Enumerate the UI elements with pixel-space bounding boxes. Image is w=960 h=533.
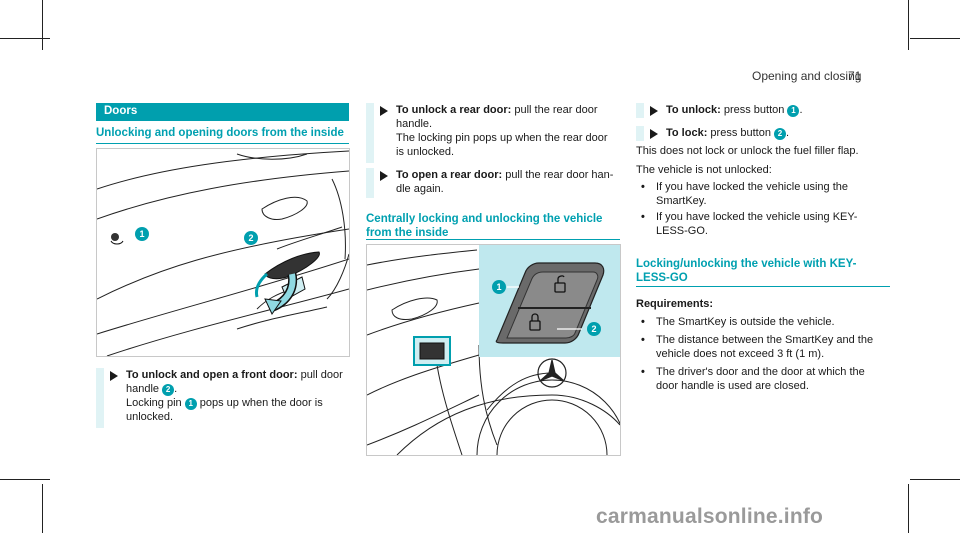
arrow-icon xyxy=(380,106,388,116)
section-title-inside-doors: Unlocking and opening doors from the ins… xyxy=(96,127,344,139)
list-item: • The driver's door and the door at whic… xyxy=(641,365,891,395)
arrow-icon xyxy=(110,371,118,381)
bullet-text: SmartKey. xyxy=(656,195,707,207)
bullet-dot: • xyxy=(641,334,645,346)
unlock-icon xyxy=(554,275,566,293)
step-text: handle xyxy=(126,383,163,395)
step-lock: To lock: press button 2. xyxy=(636,126,890,141)
list-item: • The SmartKey is outside the vehicle. xyxy=(641,315,891,330)
not-unlocked-intro: The vehicle is not unlocked: xyxy=(636,164,772,176)
requirements-heading: Requirements: xyxy=(636,298,714,310)
step-text: . xyxy=(786,127,790,139)
step-text: unlocked. xyxy=(126,411,174,423)
section-title-central-locking: Centrally locking and unlocking the vehi… xyxy=(366,212,602,240)
step-text: The locking pin pops up when the rear do… xyxy=(396,132,608,144)
bullet-text: The driver's door and the door at which … xyxy=(656,366,865,378)
bullet-dot: • xyxy=(641,181,645,193)
locking-pin-icon xyxy=(111,233,119,241)
title-line: from the inside xyxy=(366,227,449,239)
watermark: carmanualsonline.info xyxy=(596,505,824,528)
step-text: press button xyxy=(720,104,788,116)
section-header: Opening and closing xyxy=(752,69,862,83)
step-bar xyxy=(366,168,374,198)
list-item: • The distance between the SmartKey and … xyxy=(641,333,891,363)
step-text: pull the rear door xyxy=(511,104,598,116)
step-bar xyxy=(636,126,644,141)
bullet-text: The SmartKey is outside the vehicle. xyxy=(656,316,835,328)
step-unlock: To unlock: press button 1. xyxy=(636,103,890,118)
central-locking-figure: 1 2 xyxy=(366,244,621,456)
callout-2: 2 xyxy=(162,384,175,396)
lock-icon xyxy=(529,313,541,331)
callout-2: 2 xyxy=(774,128,787,140)
step-text: pull the rear door han- xyxy=(502,169,614,181)
arrow-icon xyxy=(380,171,388,181)
step-lead: To lock: xyxy=(666,127,708,139)
bullet-dot: • xyxy=(641,316,645,328)
fuel-flap-note: This does not lock or unlock the fuel fi… xyxy=(636,145,859,157)
title-line: Centrally locking and unlocking the vehi… xyxy=(366,213,603,225)
title-line: Locking/unlocking the vehicle with KEY- xyxy=(636,258,857,270)
callout-1: 1 xyxy=(787,105,800,117)
step-text: pops up when the door is xyxy=(196,397,323,409)
page-number: 71 xyxy=(848,69,862,83)
callout-2: 2 xyxy=(587,322,601,336)
step-text: handle. xyxy=(396,118,433,130)
list-item: • If you have locked the vehicle using K… xyxy=(641,210,891,240)
step-text: dle again. xyxy=(396,183,444,195)
step-lead: To unlock a rear door: xyxy=(396,104,512,116)
bullet-text: If you have locked the vehicle using the xyxy=(656,181,849,193)
list-item: • If you have locked the vehicle using t… xyxy=(641,180,891,210)
bullet-text: LESS-GO. xyxy=(656,225,708,237)
arrow-icon xyxy=(650,106,658,116)
step-open-rear-door: To open a rear door: pull the rear door … xyxy=(366,168,620,198)
mercedes-star-icon xyxy=(537,358,567,388)
callout-1: 1 xyxy=(492,280,506,294)
callout-1: 1 xyxy=(184,398,197,410)
bullet-text: The distance between the SmartKey and th… xyxy=(656,334,874,346)
callout-2: 2 xyxy=(244,231,258,245)
step-front-door: To unlock and open a front door: pull do… xyxy=(96,368,349,428)
bullet-text: door handle is used are closed. xyxy=(656,380,809,392)
section-rule xyxy=(636,286,890,287)
bullet-text: If you have locked the vehicle using KEY… xyxy=(656,211,858,223)
step-text: . xyxy=(799,104,803,116)
step-text: pull door xyxy=(297,369,343,381)
title-line: LESS-GO xyxy=(636,272,688,284)
step-text: press button xyxy=(707,127,775,139)
arrow-icon xyxy=(650,129,658,139)
step-lead: To unlock and open a front door: xyxy=(126,369,298,381)
step-bar xyxy=(636,103,644,118)
step-text: . xyxy=(174,383,178,395)
step-bar xyxy=(96,368,104,428)
bullet-text: vehicle does not exceed 3 ft (1 m). xyxy=(656,348,825,360)
step-text: is unlocked. xyxy=(396,146,455,158)
section-rule xyxy=(96,143,349,144)
step-lead: To open a rear door: xyxy=(396,169,503,181)
front-door-illustration xyxy=(97,150,349,356)
step-unlock-rear-door: To unlock a rear door: pull the rear doo… xyxy=(366,103,620,163)
step-text: Locking pin xyxy=(126,397,185,409)
step-lead: To unlock: xyxy=(666,104,721,116)
doors-banner-label: Doors xyxy=(104,105,138,117)
doors-banner: Doors xyxy=(96,103,349,121)
bullet-dot: • xyxy=(641,366,645,378)
front-door-figure: 1 2 xyxy=(96,148,350,357)
interior-illustration xyxy=(367,245,620,455)
section-rule xyxy=(366,239,620,240)
step-bar xyxy=(366,103,374,163)
section-title-keyless-go: Locking/unlocking the vehicle with KEY- … xyxy=(636,257,856,285)
bullet-dot: • xyxy=(641,211,645,223)
callout-1: 1 xyxy=(135,227,149,241)
